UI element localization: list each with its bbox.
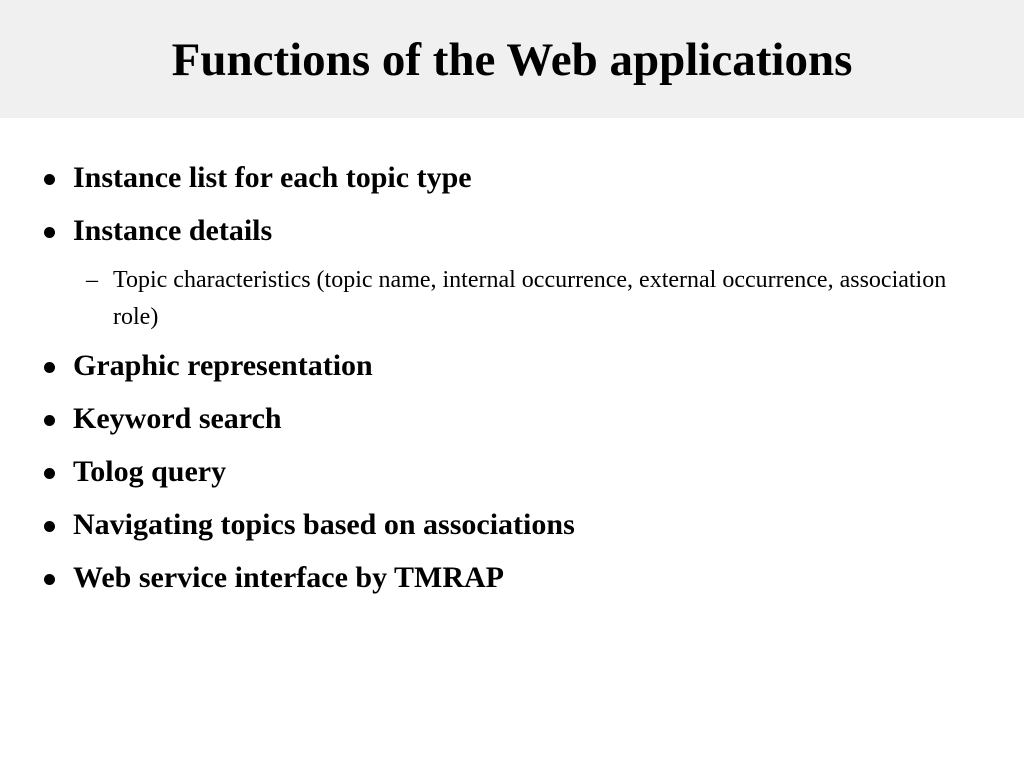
bullet-dot-icon xyxy=(44,521,55,532)
bullet-dot-icon xyxy=(44,468,55,479)
bullet-dot-icon xyxy=(44,574,55,585)
bullet-dot-icon xyxy=(44,415,55,426)
bullet-item-navigating-topics: Navigating topics based on associations xyxy=(0,505,1000,545)
bullet-dot-icon xyxy=(44,362,55,373)
bullet-text: Navigating topics based on associations xyxy=(73,508,575,541)
bullet-text: Graphic representation xyxy=(73,349,373,382)
sub-bullet-dash: – xyxy=(86,267,98,293)
bullet-text: Instance list for each topic type xyxy=(73,161,472,194)
bullet-dot-icon xyxy=(44,227,55,238)
bullet-text: Instance details xyxy=(73,214,273,247)
bullet-item-keyword-search: Keyword search xyxy=(0,399,1000,439)
bullet-dot-icon xyxy=(44,174,55,185)
bullet-text: Web service interface by TMRAP xyxy=(73,561,505,594)
bullet-item-instance-details: Instance details xyxy=(0,211,1000,251)
bullet-item-graphic-representation: Graphic representation xyxy=(0,346,1000,386)
slide-title: Functions of the Web applications xyxy=(171,34,853,86)
sub-bullet-topic-characteristics: – Topic characteristics (topic name, int… xyxy=(0,262,1000,338)
bullet-text: Keyword search xyxy=(73,402,282,435)
bullet-item-tolog-query: Tolog query xyxy=(0,452,1000,492)
bullet-item-instance-list: Instance list for each topic type xyxy=(0,158,1000,198)
bullet-item-web-service: Web service interface by TMRAP xyxy=(0,558,1000,598)
title-bar: Functions of the Web applications xyxy=(0,0,1024,118)
sub-bullet-text: Topic characteristics (topic name, inter… xyxy=(113,267,947,330)
bullet-text: Tolog query xyxy=(73,455,227,488)
